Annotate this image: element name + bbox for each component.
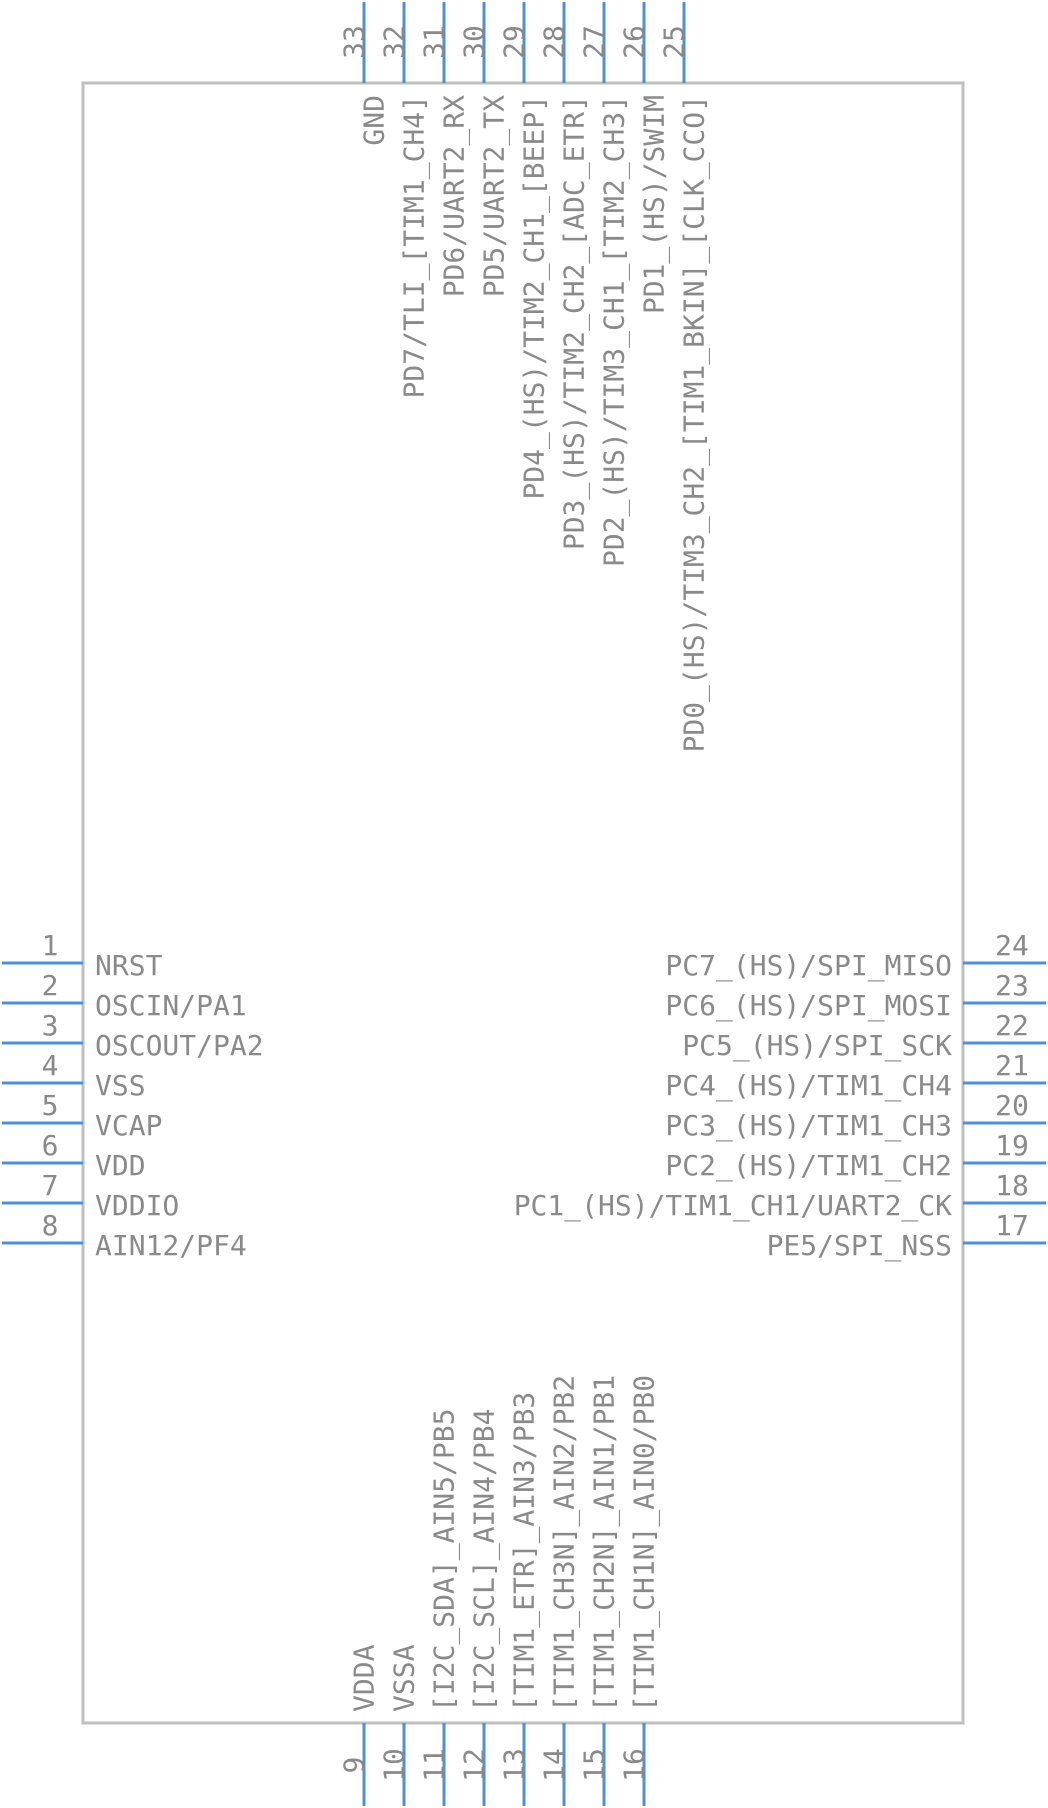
pin-number-14: 14 [538,1748,571,1782]
pin-label-6: VDD [95,1149,146,1182]
pin-number-5: 5 [42,1089,59,1122]
pin-label-14: [TIM1_CH3N]_AIN2/PB2 [548,1375,582,1712]
pin-label-27: PD2_(HS)/TIM3_CH1_[TIM2_CH3] [598,95,632,567]
pin-number-9: 9 [338,1757,371,1774]
pin-label-25: PD0_(HS)/TIM3_CH2_[TIM1_BKIN]_[CLK_CCO] [678,95,712,752]
pin-number-7: 7 [42,1169,59,1202]
pin-number-11: 11 [418,1748,451,1782]
pin-label-29: PD4_(HS)/TIM2_CH1_[BEEP] [518,95,552,500]
pin-number-12: 12 [458,1748,491,1782]
pin-label-9: VDDA [348,1644,381,1712]
pin-number-6: 6 [42,1129,59,1162]
pin-number-8: 8 [42,1209,59,1242]
pin-number-20: 20 [995,1089,1029,1122]
pin-label-33: GND [358,95,391,146]
pin-number-31: 31 [418,25,451,59]
pin-label-24: PC7_(HS)/SPI_MISO [665,949,952,983]
pin-number-25: 25 [658,25,691,59]
pin-label-28: PD3_(HS)/TIM2_CH2_[ADC_ETR] [558,95,592,550]
pin-label-15: [TIM1_CH2N]_AIN1/PB1 [588,1375,622,1712]
pin-label-19: PC2_(HS)/TIM1_CH2 [665,1149,952,1183]
pin-number-2: 2 [42,969,59,1002]
pin-label-7: VDDIO [95,1189,179,1222]
pin-number-28: 28 [538,25,571,59]
pin-number-3: 3 [42,1009,59,1042]
pin-label-2: OSCIN/PA1 [95,989,247,1022]
pin-label-20: PC3_(HS)/TIM1_CH3 [665,1109,952,1143]
pin-number-4: 4 [42,1049,59,1082]
pin-label-26: PD1_(HS)/SWIM [638,95,672,314]
pin-label-22: PC5_(HS)/SPI_SCK [682,1029,952,1063]
pin-label-11: [I2C_SDA]_AIN5/PB5 [428,1409,462,1712]
pin-number-17: 17 [995,1209,1029,1242]
pin-number-15: 15 [578,1748,611,1782]
pin-label-13: [TIM1_ETR]_AIN3/PB3 [508,1392,542,1712]
pin-number-23: 23 [995,969,1029,1002]
pin-label-5: VCAP [95,1109,162,1142]
pin-label-30: PD5/UART2_TX [478,95,512,297]
pin-number-10: 10 [378,1748,411,1782]
pin-number-1: 1 [42,929,59,962]
pin-number-29: 29 [498,25,531,59]
pin-label-12: [I2C_SCL]_AIN4/PB4 [468,1409,502,1712]
pin-number-32: 32 [378,25,411,59]
pin-label-21: PC4_(HS)/TIM1_CH4 [665,1069,952,1103]
pin-number-13: 13 [498,1748,531,1782]
pin-label-8: AIN12/PF4 [95,1229,247,1262]
pin-number-27: 27 [578,25,611,59]
pin-number-24: 24 [995,929,1029,962]
pin-number-33: 33 [338,25,371,59]
pin-label-1: NRST [95,949,163,982]
pin-label-4: VSS [95,1069,146,1102]
pin-number-16: 16 [618,1748,651,1782]
pin-label-17: PE5/SPI_NSS [767,1229,952,1263]
pin-number-22: 22 [995,1009,1029,1042]
pin-number-21: 21 [995,1049,1029,1082]
pin-number-18: 18 [995,1169,1029,1202]
pin-label-32: PD7/TLI_[TIM1_CH4] [398,95,432,398]
pin-number-30: 30 [458,25,491,59]
pin-label-23: PC6_(HS)/SPI_MOSI [665,989,952,1023]
pin-label-10: VSSA [388,1644,421,1712]
pin-label-18: PC1_(HS)/TIM1_CH1/UART2_CK [514,1189,952,1223]
pin-number-19: 19 [995,1129,1029,1162]
pin-label-3: OSCOUT/PA2 [95,1029,264,1062]
pin-number-26: 26 [618,25,651,59]
pin-label-16: [TIM1_CH1N]_AIN0/PB0 [628,1375,662,1712]
pin-label-31: PD6/UART2_RX [438,95,472,297]
